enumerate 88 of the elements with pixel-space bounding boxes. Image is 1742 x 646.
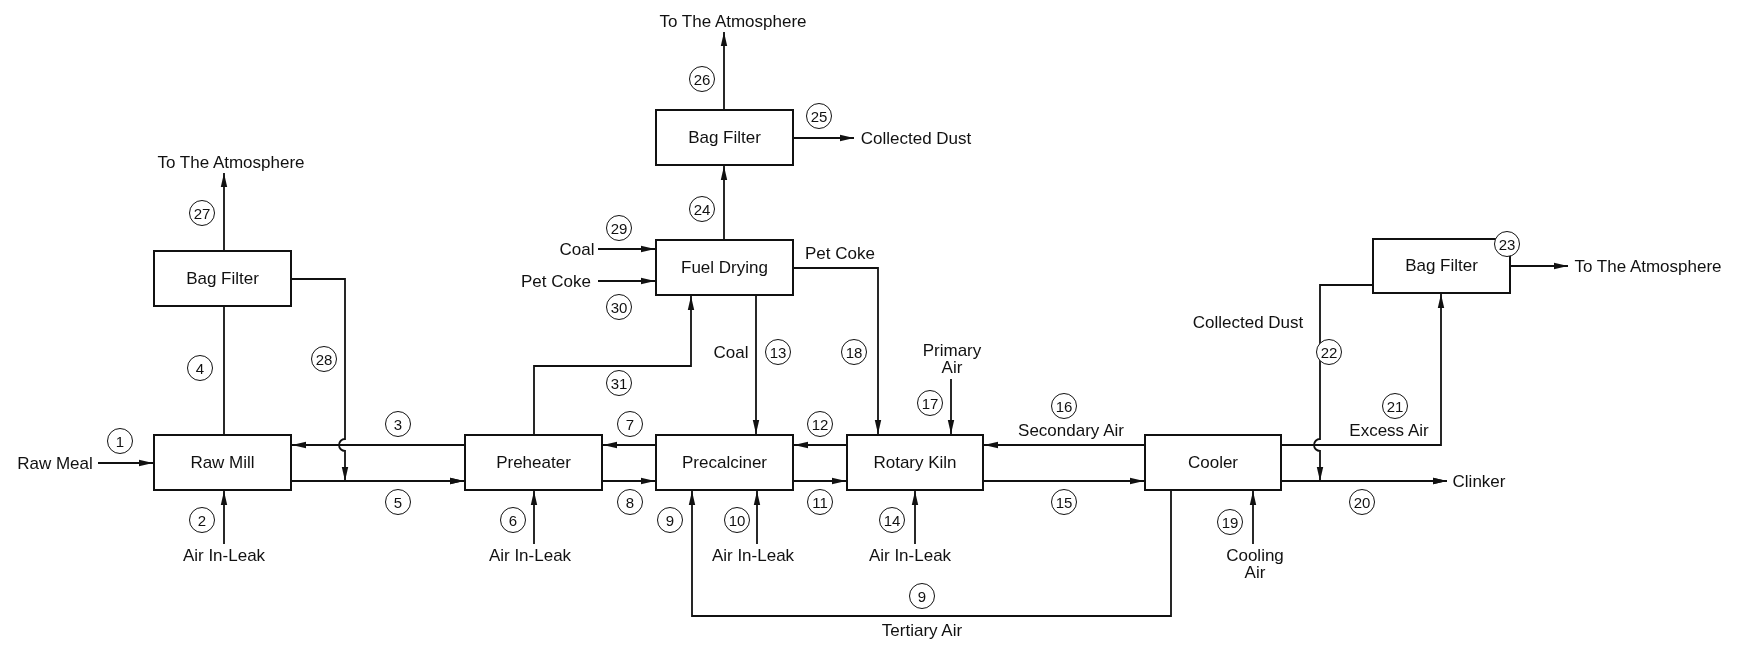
flow-arrow [530, 490, 538, 545]
stream-end-label: Air In-Leak [868, 546, 952, 564]
stream-end-label: Raw Meal [17, 454, 93, 472]
stream-number: 4 [187, 355, 213, 381]
stream-number: 22 [1316, 339, 1342, 365]
process-box: Bag Filter [655, 109, 794, 166]
flow-arrow [983, 441, 1145, 449]
stream-number: 29 [606, 215, 632, 241]
stream-end-label: Collected Dust [860, 129, 972, 147]
flow-arrow [220, 490, 228, 545]
flow-arrow [688, 490, 1172, 617]
flow-arrow [291, 441, 465, 449]
flow-arrow [720, 165, 728, 240]
flow-arrow [597, 277, 656, 285]
stream-number: 1 [107, 428, 133, 454]
stream-end-label: Air In-Leak [488, 546, 572, 564]
stream-number: 23 [1494, 231, 1520, 257]
stream-end-label: To The Atmosphere [1574, 257, 1722, 275]
process-box: Rotary Kiln [846, 434, 984, 491]
stream-end-label: Clinker [1452, 472, 1506, 490]
flow-arrow [720, 31, 728, 110]
stream-name: Tertiary Air [881, 622, 963, 640]
stream-name: Pet Coke [805, 245, 875, 263]
stream-number: 20 [1349, 489, 1375, 515]
stream-number: 24 [689, 196, 715, 222]
flow-arrow [983, 477, 1145, 485]
stream-number: 3 [385, 411, 411, 437]
stream-number: 8 [617, 489, 643, 515]
stream-number: 28 [311, 346, 337, 372]
stream-number: 25 [806, 103, 832, 129]
stream-end-label: Cooling Air [1225, 547, 1285, 581]
stream-number: 16 [1051, 393, 1077, 419]
flow-arrow [947, 378, 955, 435]
stream-name: Coal [713, 344, 749, 362]
stream-end-label: To The Atmosphere [659, 12, 807, 30]
stream-name: Excess Air [1349, 422, 1429, 440]
stream-number: 27 [189, 200, 215, 226]
flow-arrow [602, 477, 656, 485]
stream-number: 14 [879, 507, 905, 533]
stream-number: 6 [500, 507, 526, 533]
stream-end-label: Air In-Leak [182, 546, 266, 564]
flow-arrow [752, 295, 760, 435]
flow-arrow [1313, 284, 1448, 485]
flow-arrow [793, 477, 847, 485]
process-box: Cooler [1144, 434, 1282, 491]
flow-arrow [597, 245, 656, 253]
flow-arrow [602, 441, 656, 449]
flow-arrow [793, 134, 855, 142]
stream-number: 26 [689, 66, 715, 92]
stream-end-label: Air In-Leak [711, 546, 795, 564]
stream-number: 10 [724, 507, 750, 533]
stream-number: 9 [657, 507, 683, 533]
stream-number: 31 [606, 370, 632, 396]
flow-line [223, 306, 225, 435]
flow-arrow [1510, 262, 1569, 270]
process-box: Preheater [464, 434, 603, 491]
stream-number: 17 [917, 390, 943, 416]
stream-end-label: Pet Coke [521, 272, 591, 290]
stream-number: 7 [617, 411, 643, 437]
process-box: Fuel Drying [655, 239, 794, 296]
flow-arrow [97, 459, 154, 467]
flow-arrow [753, 490, 761, 545]
flow-arrow [1281, 293, 1445, 446]
stream-number: 12 [807, 411, 833, 437]
flow-arrow [533, 295, 695, 435]
stream-number: 15 [1051, 489, 1077, 515]
stream-number: 19 [1217, 509, 1243, 535]
stream-number: 9 [909, 583, 935, 609]
flow-arrow [220, 172, 228, 251]
process-box: Raw Mill [153, 434, 292, 491]
stream-number: 13 [765, 339, 791, 365]
stream-number: 21 [1382, 393, 1408, 419]
stream-number: 30 [606, 294, 632, 320]
process-box: Bag Filter [153, 250, 292, 307]
stream-number: 2 [189, 507, 215, 533]
stream-end-label: Primary Air [921, 342, 983, 376]
stream-number: 5 [385, 489, 411, 515]
flow-arrow [911, 490, 919, 545]
stream-end-label: Coal [559, 240, 595, 258]
flow-arrow [793, 441, 847, 449]
stream-number: 11 [807, 489, 833, 515]
stream-number: 18 [841, 339, 867, 365]
process-box: Precalciner [655, 434, 794, 491]
flow-arrow [1249, 490, 1257, 545]
stream-name: Secondary Air [1018, 422, 1124, 440]
stream-name: Collected Dust [1192, 314, 1304, 332]
stream-end-label: To The Atmosphere [157, 153, 305, 171]
flow-arrow [793, 267, 882, 435]
